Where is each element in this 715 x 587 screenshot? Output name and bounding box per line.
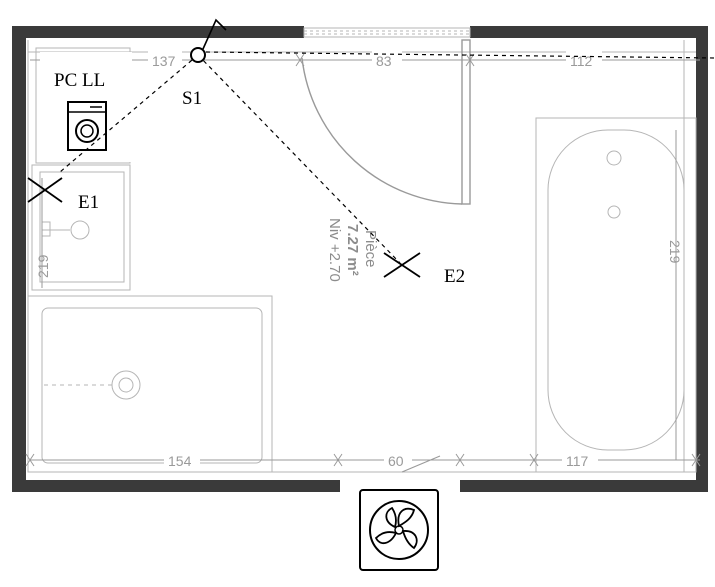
point-e2-label: E2 [444,266,465,287]
dimension-labels: 137 83 112 154 60 117 219 219 [35,51,683,469]
room-label: Pièce 7.27 m² Niv +2.70 [326,218,379,282]
socket-label: S1 [182,88,202,109]
walls [12,26,708,492]
dimension-bottom-left: 154 [168,453,192,469]
wiring [59,51,715,264]
dimension-bottom-right: 117 [566,453,589,469]
washing-machine-block: PC LL [40,52,132,162]
room-level: Niv +2.70 [326,218,343,282]
fan-icon [359,489,439,571]
dimension-left-height: 219 [35,254,51,278]
point-e1-label: E1 [78,192,99,213]
shower-tray [27,295,273,473]
room-area: 7.27 m² [344,224,361,276]
door [301,39,471,205]
cross-marker-icon [27,177,63,203]
dimension-top-left: 137 [152,53,176,69]
bathtub [535,117,697,473]
dimension-top-right: 112 [570,53,593,69]
dimension-top-door: 83 [376,53,392,69]
dimension-right-height: 219 [667,240,683,264]
appliance-label: PC LL [54,70,105,91]
room-name: Pièce [362,230,379,268]
bottom-opening-mark [401,455,441,473]
switch-icon [190,18,227,63]
cross-marker-icon [383,252,421,278]
window-opening [303,27,471,38]
washing-machine-icon [67,101,107,151]
dimension-bottom-mid: 60 [388,453,404,469]
